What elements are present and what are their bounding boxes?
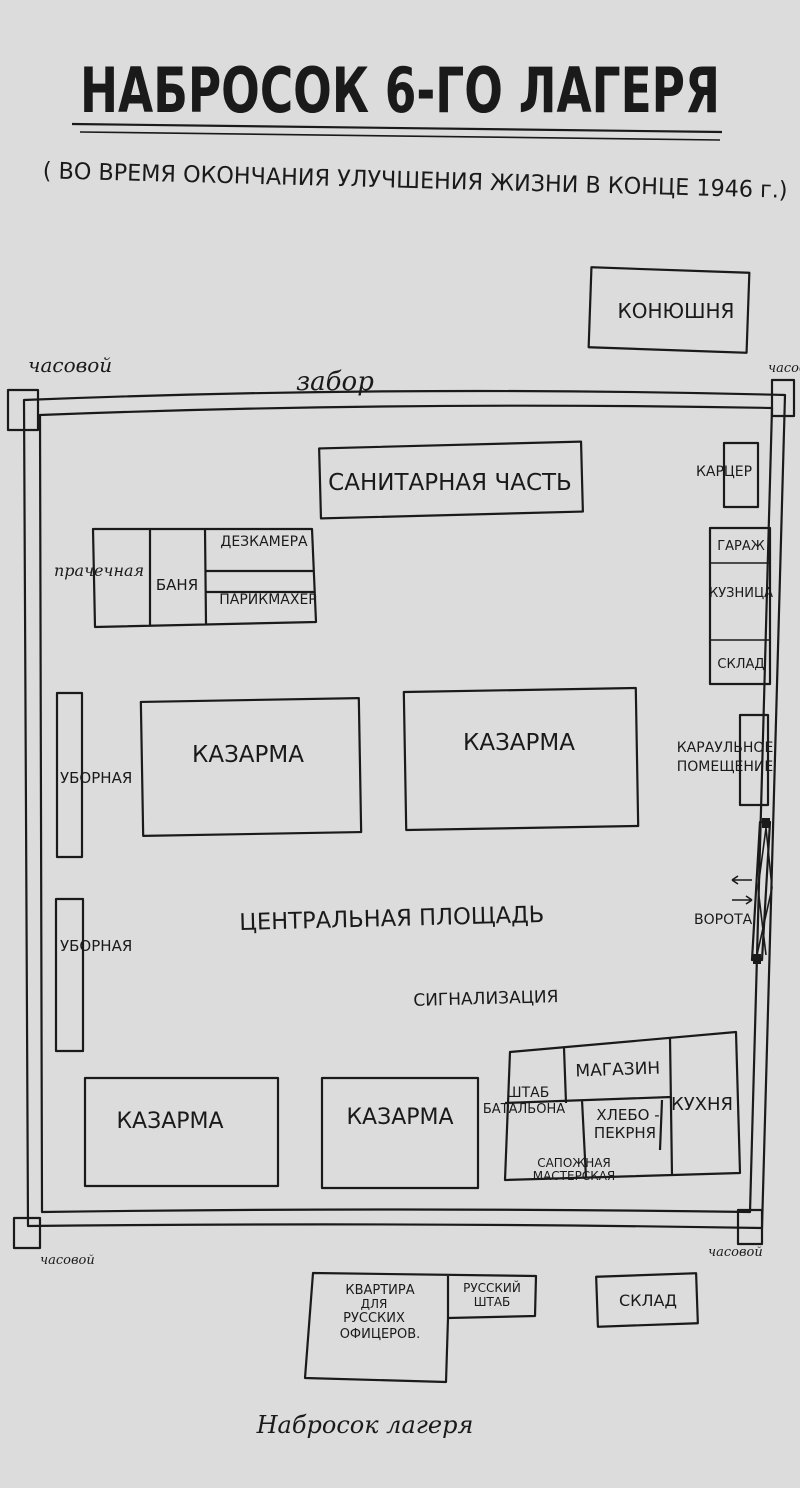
- label-officers-quarters-4: ОФИЦЕРОВ.: [340, 1327, 421, 1342]
- building-service-column: [708, 526, 772, 686]
- label-central-square: ЦЕНТРАЛЬНАЯ ПЛОЩАДЬ: [239, 902, 545, 936]
- label-barracks-4: КАЗАРМА: [346, 1105, 453, 1130]
- label-battalion-hq-2: БАТАЛЬОНА: [483, 1102, 565, 1117]
- gate-leaves: [756, 827, 773, 956]
- label-latrine-1: УБОРНАЯ: [60, 769, 132, 787]
- label-officers-quarters-2: ДЛЯ: [361, 1297, 388, 1311]
- label-sentry-bottom-left: часовой: [40, 1253, 95, 1268]
- label-barracks-2: КАЗАРМА: [463, 730, 575, 756]
- building-laundry-block: [91, 527, 318, 629]
- sentry-post-bottom-left: [12, 1216, 42, 1250]
- gate-post-bottom: [753, 954, 761, 964]
- label-guardroom-1: КАРАУЛЬНОЕ: [677, 740, 774, 756]
- label-officers-quarters-1: КВАРТИРА: [345, 1283, 414, 1298]
- building-stable: [587, 266, 751, 354]
- building-guardroom: [738, 713, 770, 807]
- diagram-subtitle: ( ВО ВРЕМЯ ОКОНЧАНИЯ УЛУЧШЕНИЯ ЖИЗНИ В К…: [42, 158, 787, 203]
- label-battalion-hq-1: ШТАБ: [507, 1085, 550, 1101]
- label-shoe-workshop-1: САПОЖНАЯ: [537, 1156, 611, 1170]
- label-barber: ПАРИКМАХЕР: [219, 592, 317, 608]
- label-smithy: КУЗНИЦА: [709, 586, 773, 601]
- building-officers-quarters: [303, 1271, 538, 1384]
- label-latrine-2: УБОРНАЯ: [60, 937, 132, 955]
- building-latrine-1: [55, 691, 84, 859]
- label-punishment-cell: КАРЦЕР: [696, 464, 752, 480]
- sentry-post-bottom-right: [736, 1208, 764, 1246]
- label-shop: МАГАЗИН: [575, 1059, 660, 1082]
- label-laundry: прачечная: [54, 561, 144, 580]
- building-service-block: [503, 1030, 742, 1182]
- building-barracks-4: [320, 1076, 480, 1190]
- gate-post-top: [762, 818, 770, 828]
- label-russian-hq-2: ШТАБ: [474, 1295, 511, 1309]
- label-sentry-top-right: часовой: [768, 361, 800, 376]
- label-sentry-bottom-right: часовой: [708, 1245, 763, 1260]
- sentry-post-top-left: [6, 388, 40, 432]
- label-medical-unit: САНИТАРНАЯ ЧАСТЬ: [328, 470, 572, 496]
- building-warehouse-bottom: [595, 1272, 699, 1328]
- label-bakery-1: ХЛЕБО -: [596, 1106, 659, 1124]
- building-barracks-2: [402, 686, 640, 832]
- label-warehouse-right: СКЛАД: [717, 657, 764, 672]
- title-underline: [71, 122, 723, 134]
- service-column-dividers: [710, 562, 770, 641]
- diagram-title: НАБРОСОК 6-ГО ЛАГЕРЯ: [80, 54, 720, 127]
- label-gate: ВОРОТА: [694, 912, 753, 928]
- label-warehouse-bottom: СКЛАД: [619, 1291, 677, 1310]
- building-punishment-cell: [722, 441, 760, 509]
- label-barracks-3: КАЗАРМА: [116, 1109, 223, 1134]
- label-alarm: СИГНАЛИЗАЦИЯ: [413, 987, 559, 1011]
- label-garage: ГАРАЖ: [717, 539, 765, 554]
- title-underline-2: [79, 131, 721, 141]
- label-bakery-2: ПЕКРНЯ: [594, 1124, 656, 1142]
- fence-inner: [38, 404, 774, 1214]
- building-latrine-2: [54, 897, 85, 1053]
- label-russian-hq-1: РУССКИЙ: [463, 1280, 521, 1295]
- building-barracks-1: [139, 697, 363, 837]
- label-kitchen: КУХНЯ: [671, 1094, 733, 1115]
- label-disinfection: ДЕЗКАМЕРА: [220, 534, 308, 550]
- label-stable: КОНЮШНЯ: [618, 299, 735, 323]
- building-medical-unit: [318, 440, 584, 520]
- gate-arrows: [731, 875, 753, 905]
- building-barracks-3: [83, 1076, 280, 1188]
- figure-caption: Набросок лагеря: [256, 1411, 474, 1439]
- label-shoe-workshop-2: МАСТЕРСКАЯ: [533, 1169, 616, 1183]
- label-officers-quarters-3: РУССКИХ: [343, 1311, 405, 1326]
- label-sentry-top-left: часовой: [28, 353, 112, 377]
- label-bath: БАНЯ: [156, 576, 198, 594]
- sentry-post-top-right: [770, 378, 796, 418]
- label-barracks-1: КАЗАРМА: [192, 742, 304, 768]
- label-guardroom-2: ПОМЕЩЕНИЕ: [677, 759, 773, 775]
